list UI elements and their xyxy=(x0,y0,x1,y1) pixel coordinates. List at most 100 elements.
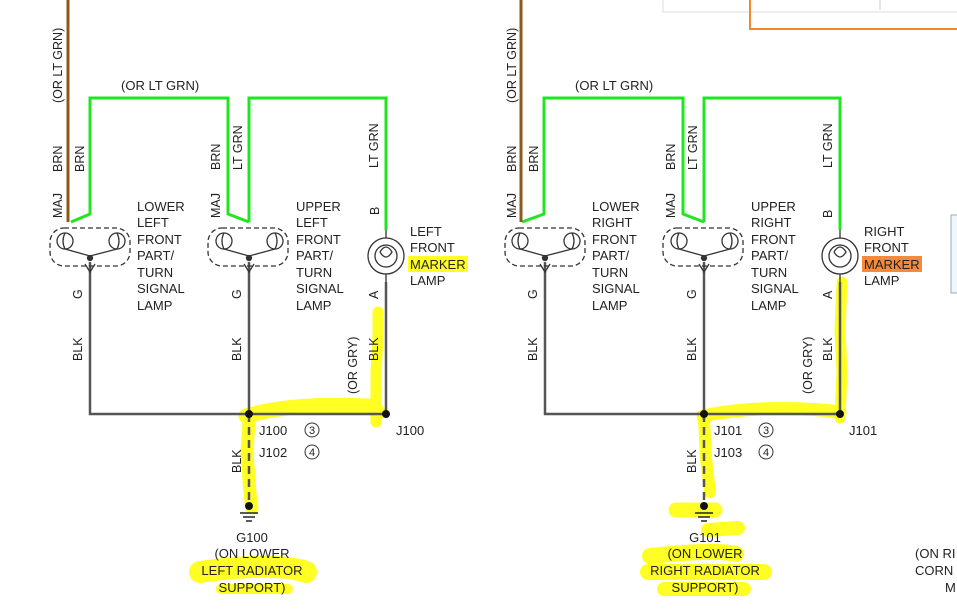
blk-4: BLK xyxy=(230,449,244,473)
svg-text:TURN: TURN xyxy=(592,265,628,280)
splice-right-label: J100 xyxy=(396,423,424,438)
yellow-highlight-marks-right xyxy=(640,276,848,596)
svg-text:FRONT: FRONT xyxy=(137,232,182,247)
splice-a-label: J100 xyxy=(259,423,287,438)
splice-a-label-right: J101 xyxy=(714,423,742,438)
svg-text:PART/: PART/ xyxy=(751,248,788,263)
wire-maj-1-right: MAJ xyxy=(505,193,519,218)
svg-text:CORN: CORN xyxy=(915,563,953,578)
svg-text:SIGNAL: SIGNAL xyxy=(137,281,185,296)
svg-text:LAMP: LAMP xyxy=(592,298,627,313)
right-front-lamp-circuit: (OR LT GRN) B J101 J103 3 4 J101 LOWER R… xyxy=(504,0,922,596)
black-wires-right xyxy=(543,262,842,506)
lower-left-turn-lamp-symbol xyxy=(49,227,131,274)
wire-maj-2: MAJ xyxy=(209,193,223,218)
upper-right-lamp-label: UPPER RIGHT FRONT PART/ TURN SIGNAL LAMP xyxy=(751,199,799,313)
or-lt-grn-label: (OR LT GRN) xyxy=(121,78,199,93)
svg-text:RIGHT RADIATOR: RIGHT RADIATOR xyxy=(650,563,760,578)
svg-text:FRONT: FRONT xyxy=(864,240,909,255)
svg-text:MARKER: MARKER xyxy=(410,257,466,272)
splice-j100-right-dot xyxy=(382,410,390,418)
wire-lt-grn-1: LT GRN xyxy=(231,125,245,170)
ground-g101-dot xyxy=(700,502,708,510)
wire-maj-2-right: MAJ xyxy=(664,193,678,218)
svg-text:LOWER: LOWER xyxy=(592,199,640,214)
circle-4-right xyxy=(758,444,774,460)
svg-text:M: M xyxy=(945,580,956,595)
svg-text:LEFT: LEFT xyxy=(410,224,442,239)
svg-text:LEFT: LEFT xyxy=(296,215,328,230)
green-wires-right xyxy=(521,96,842,230)
svg-text:LEFT: LEFT xyxy=(137,215,169,230)
wire-brn-2-right: BRN xyxy=(527,146,541,172)
ground-g100-dot xyxy=(245,502,253,510)
left-front-lamp-circuit: (OR LT GRN) B J100 J102 3 4 J100 LOWER L… xyxy=(49,0,468,595)
wire-brn-1: BRN xyxy=(51,146,65,172)
blk-1-right: BLK xyxy=(526,337,540,361)
svg-text:RIGHT: RIGHT xyxy=(864,224,905,239)
lower-right-lamp-label: LOWER RIGHT FRONT PART/ TURN SIGNAL LAMP xyxy=(592,199,640,313)
black-wires xyxy=(88,262,388,506)
svg-text:TURN: TURN xyxy=(751,265,787,280)
upper-left-lamp-label: UPPER LEFT FRONT PART/ TURN SIGNAL LAMP xyxy=(296,199,344,313)
svg-text:SIGNAL: SIGNAL xyxy=(296,281,344,296)
or-gry-right: (OR GRY) xyxy=(801,337,815,394)
circle-a-number: 3 xyxy=(309,425,315,437)
pin-g-1: G xyxy=(71,289,85,299)
ui-panel-fragment xyxy=(662,0,957,294)
svg-text:UPPER: UPPER xyxy=(751,199,796,214)
svg-text:FRONT: FRONT xyxy=(592,232,637,247)
svg-text:LAMP: LAMP xyxy=(410,273,445,288)
svg-text:LAMP: LAMP xyxy=(751,298,786,313)
green-wires xyxy=(70,96,388,230)
brn-or-lt-grn-label-right: (OR LT GRN) xyxy=(505,28,519,103)
svg-text:(ON LOWER: (ON LOWER xyxy=(667,546,742,561)
circle-b-number-right: 4 xyxy=(763,447,769,459)
svg-text:FRONT: FRONT xyxy=(296,232,341,247)
svg-text:G101: G101 xyxy=(689,530,721,545)
svg-text:LOWER: LOWER xyxy=(137,199,185,214)
svg-text:SUPPORT): SUPPORT) xyxy=(672,580,739,595)
svg-text:FRONT: FRONT xyxy=(410,240,455,255)
pin-a: A xyxy=(367,290,381,299)
svg-text:UPPER: UPPER xyxy=(296,199,341,214)
wire-brn-3-right: BRN xyxy=(664,144,678,170)
circle-3-right xyxy=(758,422,774,438)
splice-right-label-right: J101 xyxy=(849,423,877,438)
wire-brn-2: BRN xyxy=(73,146,87,172)
svg-text:PART/: PART/ xyxy=(137,248,174,263)
or-lt-grn-label-right: (OR LT GRN) xyxy=(575,78,653,93)
lower-right-turn-lamp-symbol xyxy=(504,227,586,274)
wire-lt-grn-2: LT GRN xyxy=(367,123,381,168)
wire-maj-1: MAJ xyxy=(51,193,65,218)
blk-2-right: BLK xyxy=(685,337,699,361)
upper-left-turn-lamp-symbol xyxy=(207,227,289,274)
svg-text:G100: G100 xyxy=(236,530,268,545)
circle-3 xyxy=(304,422,320,438)
lower-left-lamp-label: LOWER LEFT FRONT PART/ TURN SIGNAL LAMP xyxy=(137,199,185,313)
svg-text:MARKER: MARKER xyxy=(864,257,920,272)
right-marker-lamp-label: RIGHT FRONT MARKER LAMP xyxy=(862,224,922,288)
blk-3: BLK xyxy=(367,337,381,361)
blk-4-right: BLK xyxy=(685,449,699,473)
svg-text:FRONT: FRONT xyxy=(751,232,796,247)
right-marker-lamp-symbol xyxy=(821,230,859,282)
pin-b-label: B xyxy=(368,207,382,215)
svg-text:TURN: TURN xyxy=(137,265,173,280)
splice-b-label: J102 xyxy=(259,445,287,460)
ground-icon xyxy=(240,512,258,522)
svg-text:LAMP: LAMP xyxy=(864,273,899,288)
splice-j101-dot xyxy=(700,410,708,418)
svg-text:(ON LOWER: (ON LOWER xyxy=(214,546,289,561)
wire-lt-grn-1-right: LT GRN xyxy=(686,125,700,170)
splice-j101-right-dot xyxy=(836,410,844,418)
svg-text:(ON RI: (ON RI xyxy=(915,546,955,561)
blk-2: BLK xyxy=(230,337,244,361)
wire-lt-grn-2-right: LT GRN xyxy=(821,123,835,168)
circle-a-number-right: 3 xyxy=(763,425,769,437)
wire-brn-1-right: BRN xyxy=(505,146,519,172)
svg-text:PART/: PART/ xyxy=(592,248,629,263)
upper-right-turn-lamp-symbol xyxy=(662,227,744,274)
svg-text:LEFT RADIATOR: LEFT RADIATOR xyxy=(201,563,302,578)
or-gry: (OR GRY) xyxy=(346,337,360,394)
